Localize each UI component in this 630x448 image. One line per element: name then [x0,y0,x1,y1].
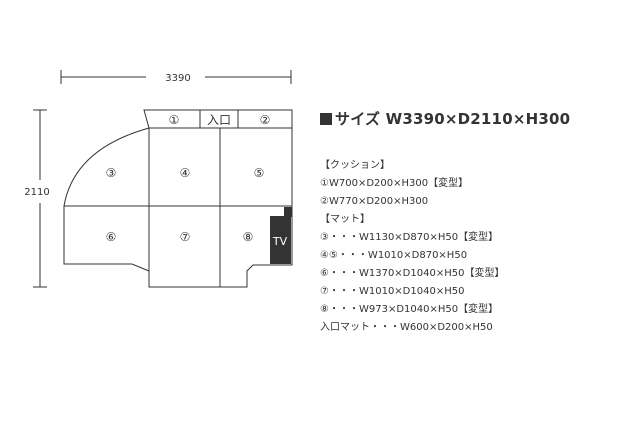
square-bullet-icon [320,113,332,125]
depth-dimension-label: 2110 [24,187,49,198]
spec-panel: サイズ W3390×D2110×H300 【クッション】 ①W700×D200×… [320,108,620,337]
spec-line: ④⑤・・・W1010×D870×H50 [320,250,468,261]
width-dimension-label: 3390 [165,73,190,84]
spec-line: ①W700×D200×H300【変型】 [320,178,469,189]
mat-5-label: ⑤ [254,166,265,180]
spec-line: 入口マット・・・W600×D200×H50 [320,322,493,333]
tv-unit [270,216,291,264]
mat-7-label: ⑦ [180,230,191,244]
mat-area [63,127,293,288]
size-heading-text: サイズ W3390×D2110×H300 [335,110,571,128]
cushion-1-label: ① [169,113,180,127]
cushion-row [143,109,293,129]
spec-line: ⑧・・・W973×D1040×H50【変型】 [320,304,499,315]
mat-outline [63,127,293,288]
depth-dimension [33,109,47,288]
spec-line: ③・・・W1130×D870×H50【変型】 [320,232,499,243]
mat-3-label: ③ [106,166,117,180]
spec-line: 【マット】 [320,214,370,225]
mat-4-label: ④ [180,166,191,180]
spec-line: ⑥・・・W1370×D1040×H50【変型】 [320,268,505,279]
cushion-2-label: ② [260,113,271,127]
spec-line: ⑦・・・W1010×D1040×H50 [320,286,465,297]
mat-6-label: ⑥ [106,230,117,244]
size-heading: サイズ W3390×D2110×H300 [320,108,620,129]
entrance-mat-label: 入口 [207,113,231,127]
spec-line: ②W770×D200×H300 [320,196,429,207]
spec-line: 【クッション】 [320,160,390,171]
mat-8-label: ⑧ [243,230,254,244]
width-dimension [60,70,292,84]
tv-stand-top [284,207,292,217]
spec-list: 【クッション】 ①W700×D200×H300【変型】 ②W770×D200×H… [320,157,620,337]
tv-label: TV [272,235,288,248]
